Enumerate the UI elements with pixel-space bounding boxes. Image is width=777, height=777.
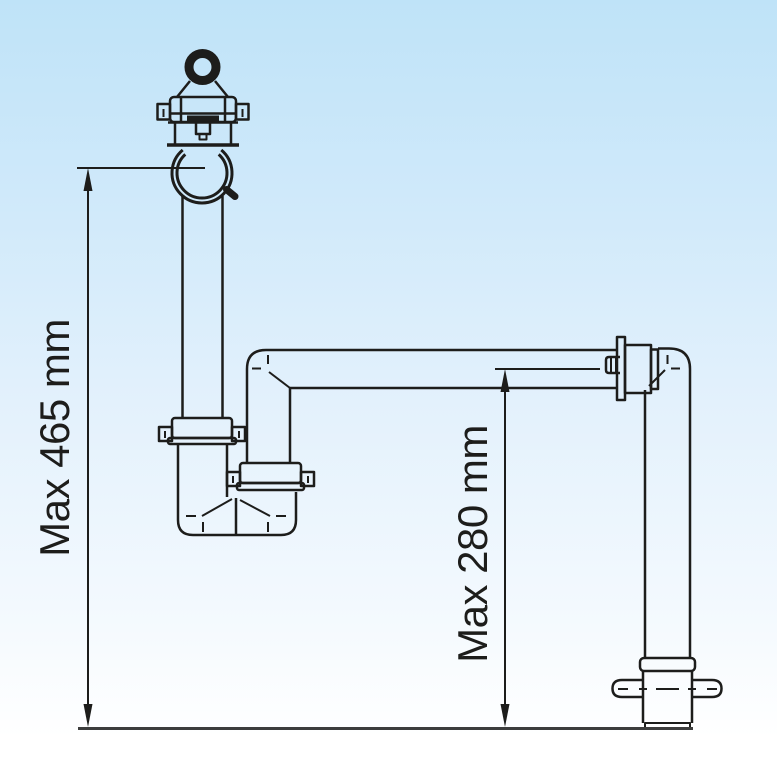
right-elbow-centerline-dashes: [666, 355, 680, 370]
dimension-label-overall-height: Max 465 mm: [31, 319, 78, 557]
trap-inlet-tab-right: [230, 425, 247, 443]
flange-plate-left: [611, 678, 643, 699]
trap-inlet-lip: [166, 436, 238, 446]
coupling-nut-body: [623, 343, 653, 395]
fitting-eyelet-ring: [184, 49, 221, 85]
left-elbow-seam: [268, 371, 291, 389]
floor-flange: [611, 656, 723, 729]
trap-outlet-nut: [238, 461, 303, 485]
trap-cup-sides: [176, 444, 229, 497]
fitting-cap-inner-lines: [179, 98, 227, 122]
dim465-arrow-up: [83, 168, 93, 191]
fitting-overflow-notch: [194, 122, 212, 136]
fitting-body-sides: [173, 122, 233, 144]
inlet-tailpipe: [181, 196, 224, 418]
standpipe-outer-edge: [658, 347, 692, 658]
horizontal-outlet-pipe: [245, 348, 617, 463]
trap-inlet-nut: [170, 416, 234, 440]
left-elbow-centerline-dashes: [252, 355, 269, 370]
right-elbow-seam: [648, 369, 666, 387]
fitting-gasket: [187, 115, 219, 122]
trap-outlet-tab-left: [225, 470, 242, 488]
clip-tail: [223, 186, 239, 200]
fitting-neck: [176, 80, 229, 98]
trap-body: [157, 416, 316, 537]
pipe-outer-edge: [245, 348, 617, 463]
trap-ubend-outline: [176, 492, 298, 537]
coupling-sleeve: [649, 348, 660, 391]
fitting-tab-left: [156, 102, 172, 121]
flange-tube-sides: [641, 671, 694, 723]
drain-fitting: [156, 49, 250, 147]
dimension-label-outlet-height: Max 280 mm: [449, 425, 496, 663]
pipe-clip: [170, 148, 239, 205]
fitting-overflow-tab: [198, 134, 208, 141]
standpipe: [643, 347, 692, 658]
coupling-clamp-ticks: [610, 357, 617, 373]
dim280-arrow-down: [500, 704, 510, 727]
coupling-clamp: [604, 355, 620, 375]
clip-inner-arc: [175, 153, 229, 200]
pipe-coupling: [604, 335, 660, 402]
dim280-arrow-up: [500, 369, 510, 392]
dimension-outlet-height: [495, 368, 600, 727]
trap-outlet-lip: [235, 481, 306, 492]
flange-collar: [638, 656, 697, 673]
trap-outlet-tab-right: [299, 470, 316, 488]
trap-inlet-tab-left: [157, 425, 174, 443]
dim465-arrow-down: [83, 704, 93, 727]
trap-centerline-dashes: [186, 515, 286, 532]
dimension-overall-height: [77, 167, 205, 727]
trap-funnel-lines: [201, 498, 271, 517]
fitting-tab-right: [234, 102, 250, 121]
flange-plate-right: [692, 678, 723, 699]
